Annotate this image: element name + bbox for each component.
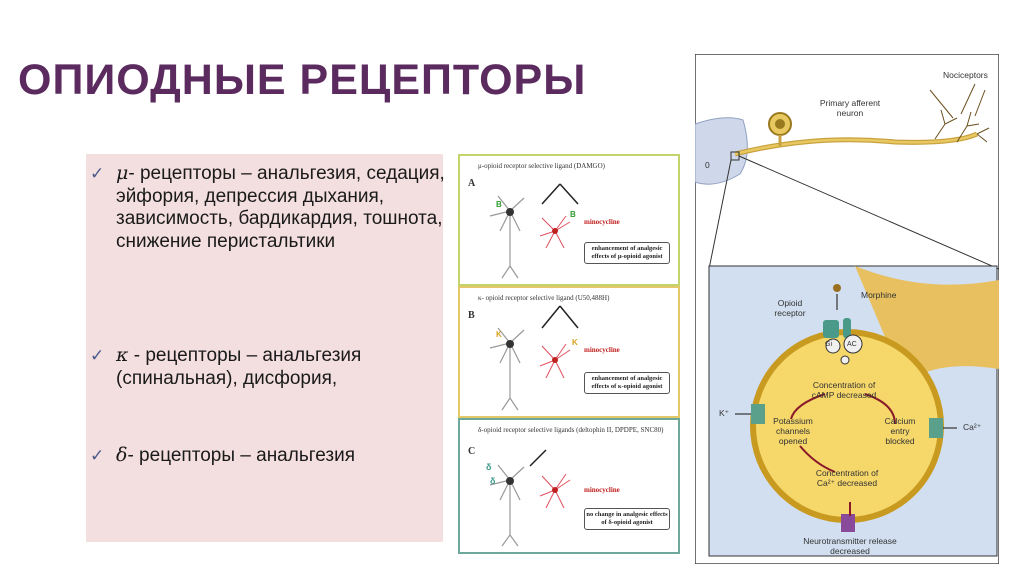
mechanism-illustration bbox=[695, 54, 999, 564]
k-ion-label: K⁺ bbox=[719, 408, 730, 418]
ca-concentration-label: Concentration of Ca²⁺ decreased bbox=[815, 468, 879, 488]
zero-label: 0 bbox=[705, 160, 710, 170]
bullet-mu: ✓ μ- рецепторы – анальгезия, седация, эй… bbox=[90, 162, 446, 253]
ac-label: AC bbox=[847, 341, 857, 348]
receptor-label: B bbox=[496, 200, 502, 209]
neuron-illustration bbox=[489, 449, 571, 547]
receptor-label: δ bbox=[486, 462, 492, 472]
receptor-label: K bbox=[496, 330, 502, 339]
panel-letter: A bbox=[468, 178, 476, 189]
panel-title: δ-opioid receptor selective ligands (del… bbox=[478, 426, 664, 434]
panel-letter: B bbox=[468, 310, 475, 321]
camp-label: Concentration of cAMP decreased bbox=[811, 380, 877, 400]
receptor-label: B bbox=[570, 210, 576, 219]
checkmark-icon: ✓ bbox=[90, 164, 105, 184]
effect-box: enhancement of analgesic effects of κ-op… bbox=[584, 372, 670, 394]
minocycline-label: minocycline bbox=[584, 346, 620, 354]
nociceptors-label: Nociceptors bbox=[943, 70, 988, 80]
neuron-illustration bbox=[489, 305, 579, 411]
potassium-label: Potassium channels opened bbox=[773, 416, 813, 446]
bullet-text: - рецепторы – анальгезия, седация, эйфор… bbox=[116, 163, 445, 252]
panel-title: μ-opioid receptor selective ligand (DAMG… bbox=[478, 162, 605, 170]
receptor-label: δ bbox=[490, 476, 496, 486]
panel-delta: δ-opioid receptor selective ligands (del… bbox=[458, 418, 680, 554]
calcium-label: Calcium entry blocked bbox=[884, 416, 916, 446]
bullet-kappa: ✓ κ - рецепторы – анальгезия (спинальная… bbox=[90, 344, 446, 390]
panel-kappa: κ- opioid receptor selective ligand (U50… bbox=[458, 286, 680, 418]
panel-title: κ- opioid receptor selective ligand (U50… bbox=[478, 294, 610, 302]
effect-box: no change in analgesic effects of δ-opio… bbox=[584, 508, 670, 530]
bullet-text: - рецепторы – анальгезия (спинальная), д… bbox=[116, 345, 362, 389]
opioid-mechanism-diagram: Nociceptors Primary afferent neuron 0 Op… bbox=[695, 54, 999, 564]
bullet-text: - рецепторы – анальгезия bbox=[127, 445, 356, 466]
panel-letter: C bbox=[468, 446, 476, 457]
neurotransmitter-label: Neurotransmitter release decreased bbox=[803, 536, 897, 556]
effect-box: enhancement of analgesic effects of μ-op… bbox=[584, 242, 670, 264]
receptor-label: K bbox=[572, 338, 578, 347]
checkmark-icon: ✓ bbox=[90, 446, 105, 466]
checkmark-icon: ✓ bbox=[90, 346, 105, 366]
primary-neuron-label: Primary afferent neuron bbox=[819, 98, 881, 118]
ca-ion-label: Ca²⁺ bbox=[963, 422, 982, 432]
opioid-receptor-label: Opioid receptor bbox=[774, 298, 806, 318]
bullet-delta: ✓ δ- рецепторы – анальгезия bbox=[90, 444, 446, 468]
slide-title: ОПИОДНЫЕ РЕЦЕПТОРЫ bbox=[18, 56, 587, 104]
minocycline-label: minocycline bbox=[584, 486, 620, 494]
morphine-label: Morphine bbox=[861, 290, 897, 300]
gi-label: Gi bbox=[825, 341, 832, 348]
bullet-symbol: κ bbox=[116, 344, 129, 366]
minocycline-label: minocycline bbox=[584, 218, 620, 226]
bullet-symbol: δ bbox=[116, 444, 128, 466]
bullet-symbol: μ bbox=[116, 162, 129, 184]
bullet-list: ✓ μ- рецепторы – анальгезия, седация, эй… bbox=[86, 154, 446, 542]
neuron-illustration bbox=[489, 183, 579, 279]
panel-mu: μ-opioid receptor selective ligand (DAMG… bbox=[458, 154, 680, 286]
